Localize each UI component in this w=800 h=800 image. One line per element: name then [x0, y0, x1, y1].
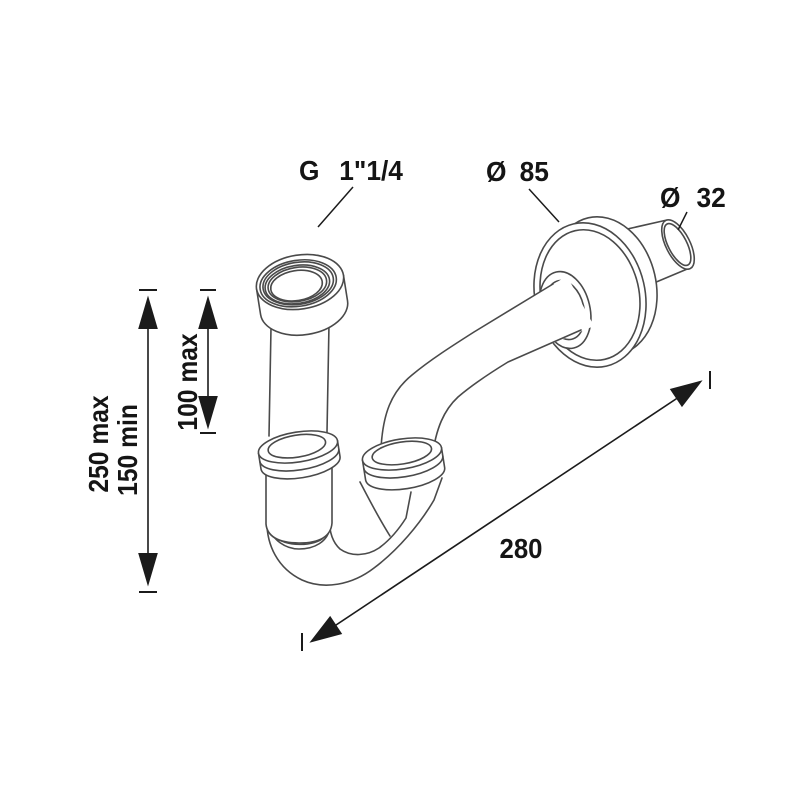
- dimension-inlet-depth: [198, 289, 218, 434]
- outlet-diameter-label: Ø 32: [660, 184, 726, 212]
- thread-value: 1"1/4: [339, 155, 403, 186]
- inlet-tube: [268, 318, 330, 438]
- wall-pipe: [380, 276, 594, 459]
- thread-prefix: G: [299, 155, 320, 186]
- arrowhead-upper-right: [669, 380, 703, 408]
- flange-leader-line: [528, 188, 560, 223]
- height-max-label: 250 max: [83, 395, 114, 493]
- arrowhead-down: [138, 553, 158, 587]
- dimension-length: [301, 371, 711, 651]
- flange-diameter-value: 85: [519, 156, 549, 187]
- diameter-icon: Ø: [660, 182, 681, 213]
- dimension-height: [138, 289, 158, 593]
- arrowhead-lower-left: [309, 615, 343, 643]
- outlet-diameter-value: 32: [696, 182, 726, 213]
- arrowhead-up: [198, 295, 218, 329]
- flange-diameter-label: Ø 85: [486, 158, 549, 186]
- arrowhead-up: [138, 295, 158, 329]
- thread-rings: [259, 258, 338, 308]
- thread-leader-line: [317, 186, 354, 228]
- leader-lines: [317, 186, 688, 231]
- outlet-nut: [361, 437, 446, 491]
- height-min-label: 150 min: [112, 404, 143, 496]
- trap-nut: [257, 430, 341, 480]
- outlet-leader-line: [677, 211, 688, 231]
- arrowhead-down: [198, 396, 218, 430]
- diameter-icon: Ø: [486, 156, 507, 187]
- inlet-nut: [255, 253, 349, 337]
- inlet-depth-label: 100 max: [172, 333, 203, 431]
- u-bend: [266, 477, 443, 586]
- thread-size-label: G 1"1/4: [299, 157, 403, 185]
- length-label: 280: [499, 533, 543, 564]
